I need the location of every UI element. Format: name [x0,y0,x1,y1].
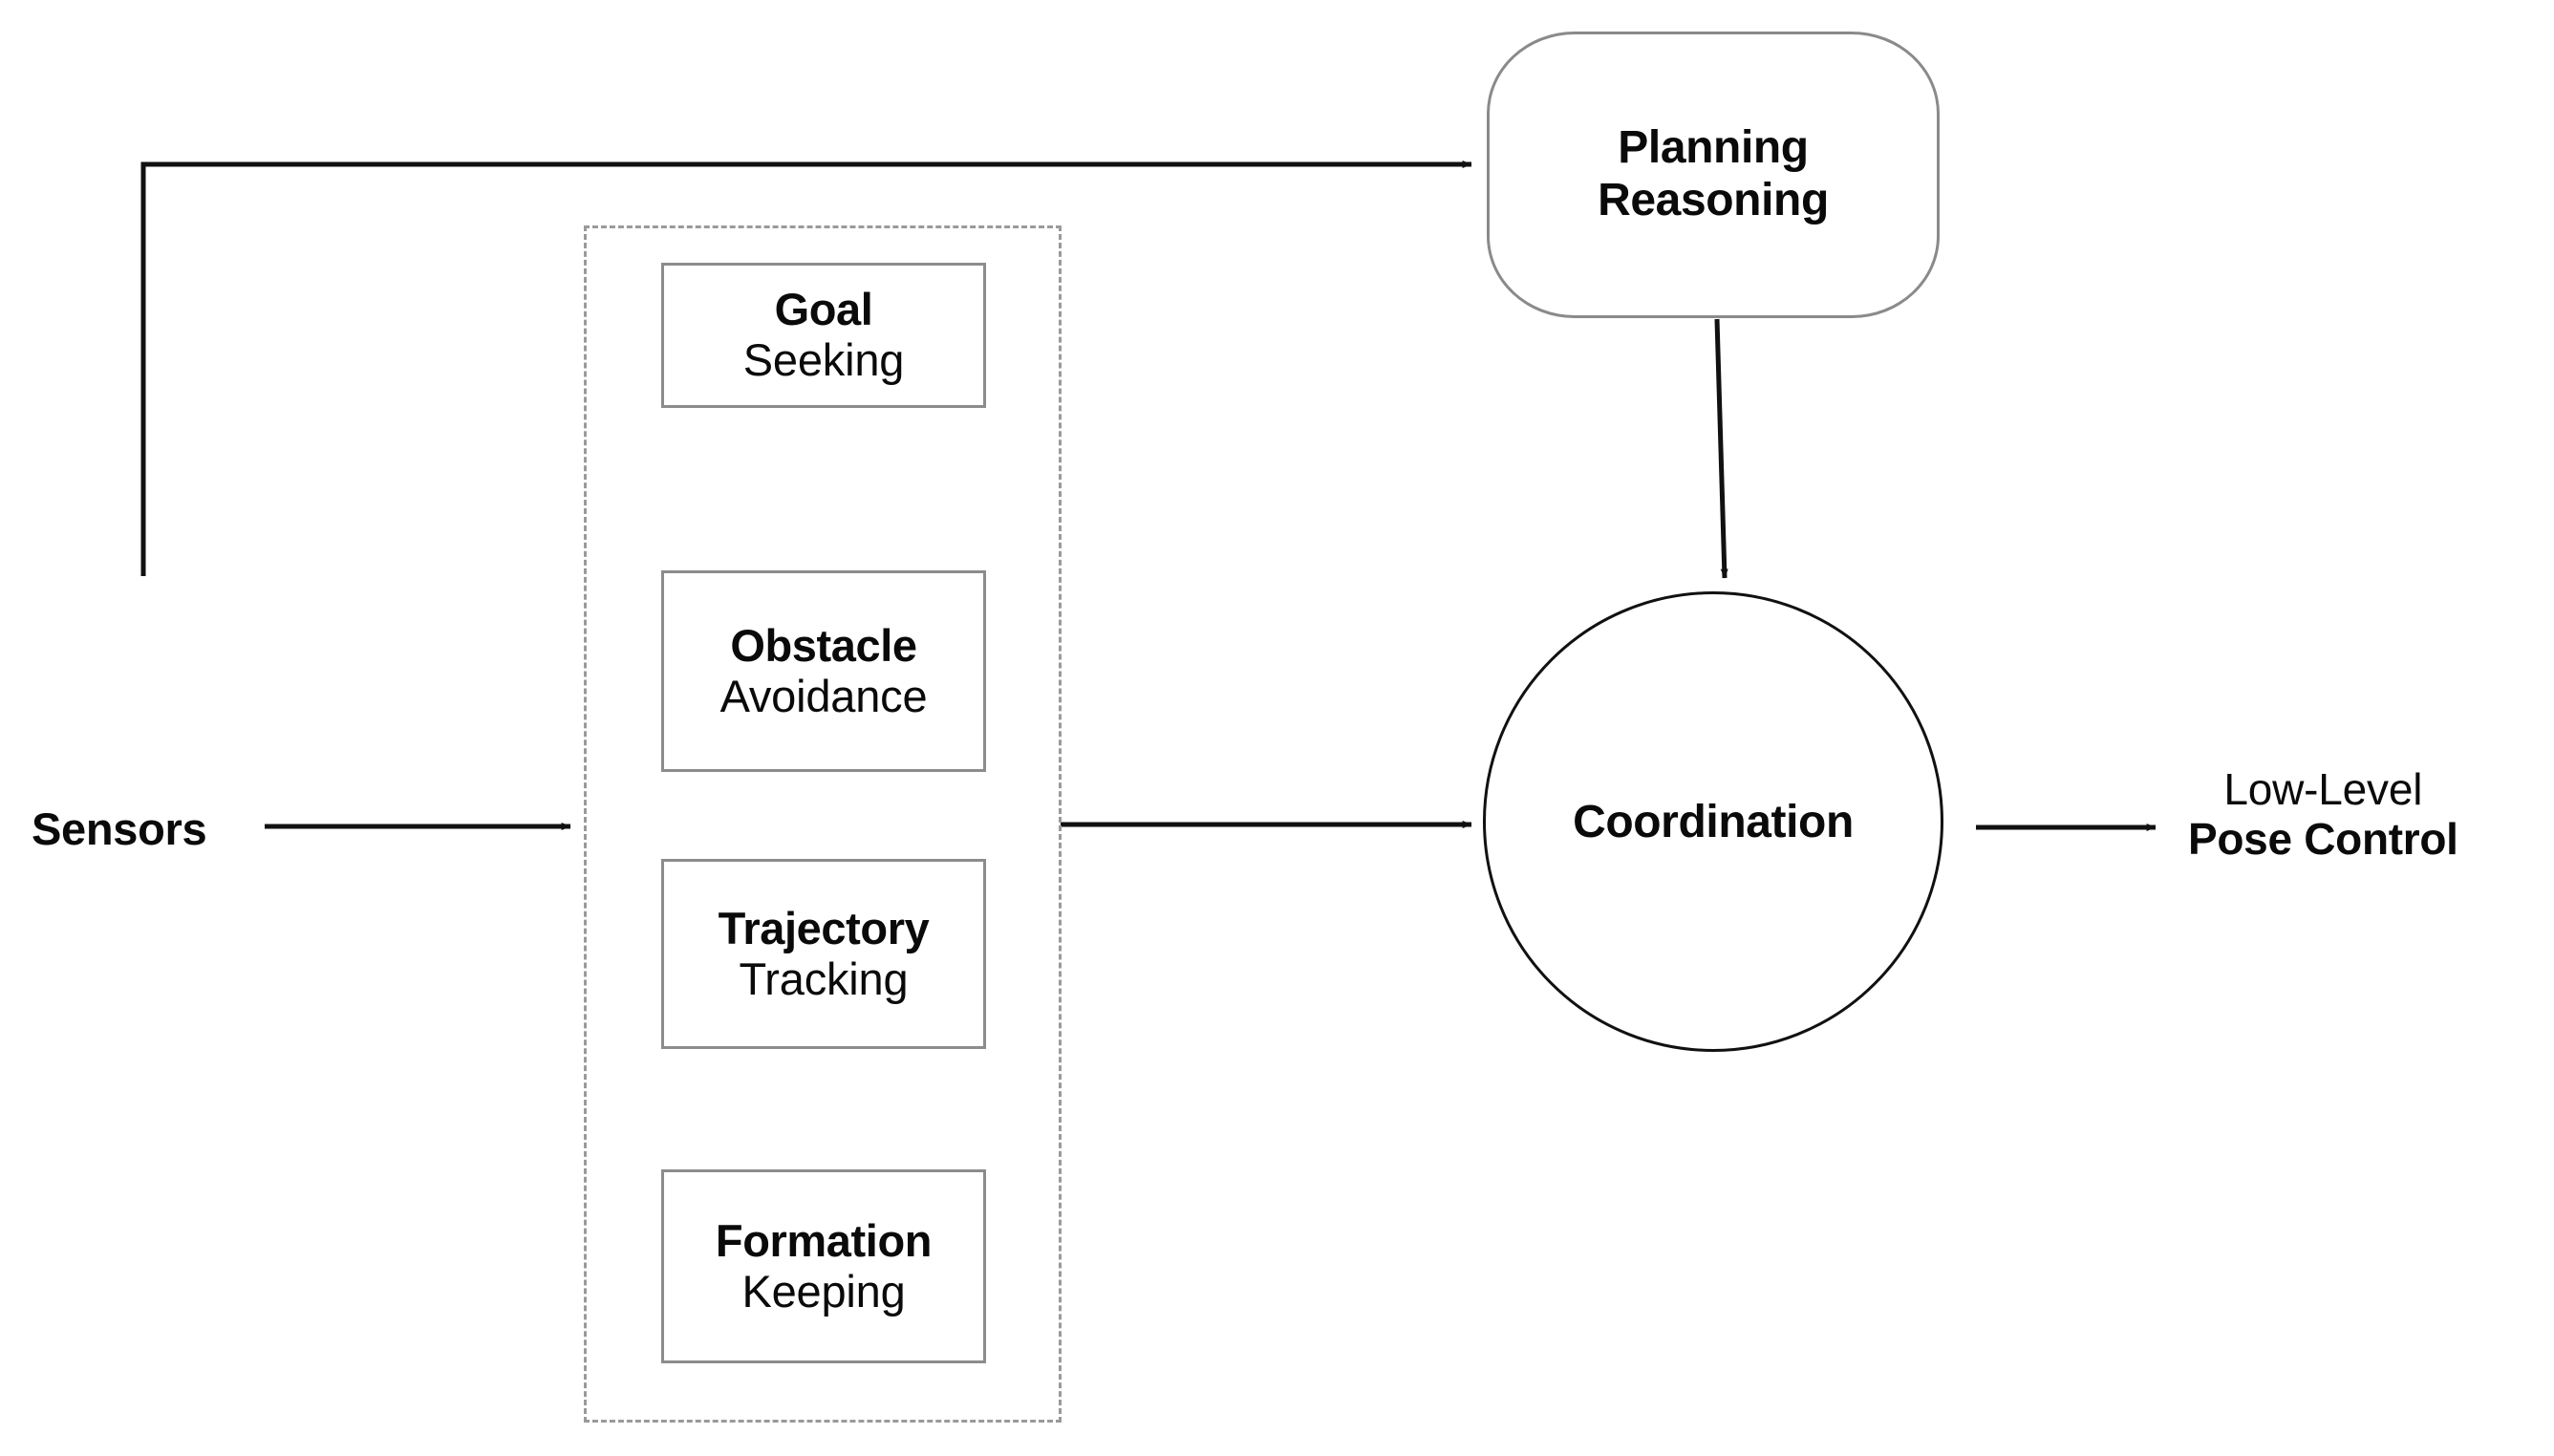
behavior-box-trajectory-tracking[interactable]: Trajectory Tracking [661,859,986,1049]
output-line2: Pose Control [2188,814,2458,865]
planning-node-line1: Planning [1618,122,1809,174]
behavior-box-subtitle: Seeking [742,334,905,385]
behavior-box-subtitle: Keeping [741,1265,906,1317]
planning-reasoning-node[interactable]: Planning Reasoning [1487,32,1940,318]
behavior-box-title: Obstacle [730,619,917,671]
coordination-node-label: Coordination [1573,796,1854,847]
behavior-box-formation-keeping[interactable]: Formation Keeping [661,1169,986,1363]
output-line1: Low-Level [2223,764,2423,814]
behavior-box-obstacle-avoidance[interactable]: Obstacle Avoidance [661,570,986,772]
behavior-box-title: Goal [774,284,873,335]
low-level-pose-control-label: Low-Level Pose Control [2188,764,2458,865]
edge-planning-coordination [1714,318,1728,579]
coordination-node[interactable]: Coordination [1483,591,1943,1052]
behavior-box-title: Formation [715,1214,933,1266]
planning-node-line2: Reasoning [1598,175,1829,225]
behavior-box-title: Trajectory [718,902,930,953]
behavior-box-subtitle: Avoidance [719,670,928,721]
behavior-group-container [584,225,1062,1423]
behavior-box-subtitle: Tracking [739,953,909,1004]
sensors-label: Sensors [32,803,207,854]
behavior-box-goal-seeking[interactable]: Goal Seeking [661,263,986,408]
